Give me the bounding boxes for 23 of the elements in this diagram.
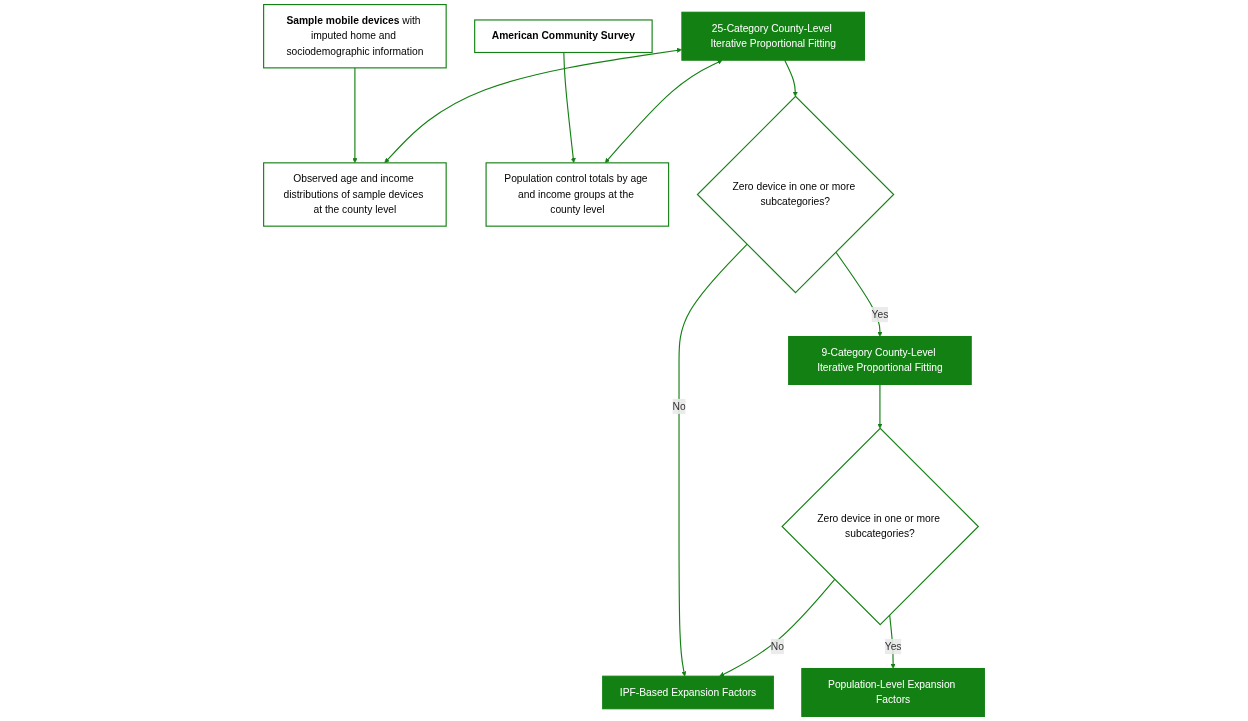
arrow (784, 59, 798, 97)
edge-label: No (770, 640, 784, 652)
node-diamond: Zero device in one or more subcategories? (696, 95, 895, 294)
arrow (719, 578, 836, 677)
arrow (678, 243, 748, 677)
node-box: IPF-Based Expansion Factors (602, 675, 774, 710)
arrow (384, 47, 682, 164)
node-box: Population control totals by age and income groups at the county level (485, 162, 670, 227)
node-diamond: Zero device in one or more subcategories? (781, 427, 980, 626)
edge-label: No (672, 400, 686, 412)
node-box: Observed age and income distributions of sample devices at the county level (263, 162, 447, 227)
node-box: 25-Category County-Level Iterative Proportional Fitting (681, 11, 866, 61)
arrow (563, 51, 576, 164)
edge-label: Yes (871, 308, 889, 320)
arrow (604, 59, 723, 164)
node-box: Population-Level Expansion Factors (801, 667, 985, 717)
node-box: 9-Category County-Level Iterative Proportional Fitting (788, 335, 972, 386)
arrow (835, 251, 883, 337)
node-box: American Community Survey (474, 19, 653, 54)
node-box: Sample mobile devices with imputed home and sociodemographic information (263, 4, 447, 69)
arrow (352, 67, 358, 164)
arrow (877, 383, 883, 429)
edge-label: Yes (884, 640, 902, 652)
